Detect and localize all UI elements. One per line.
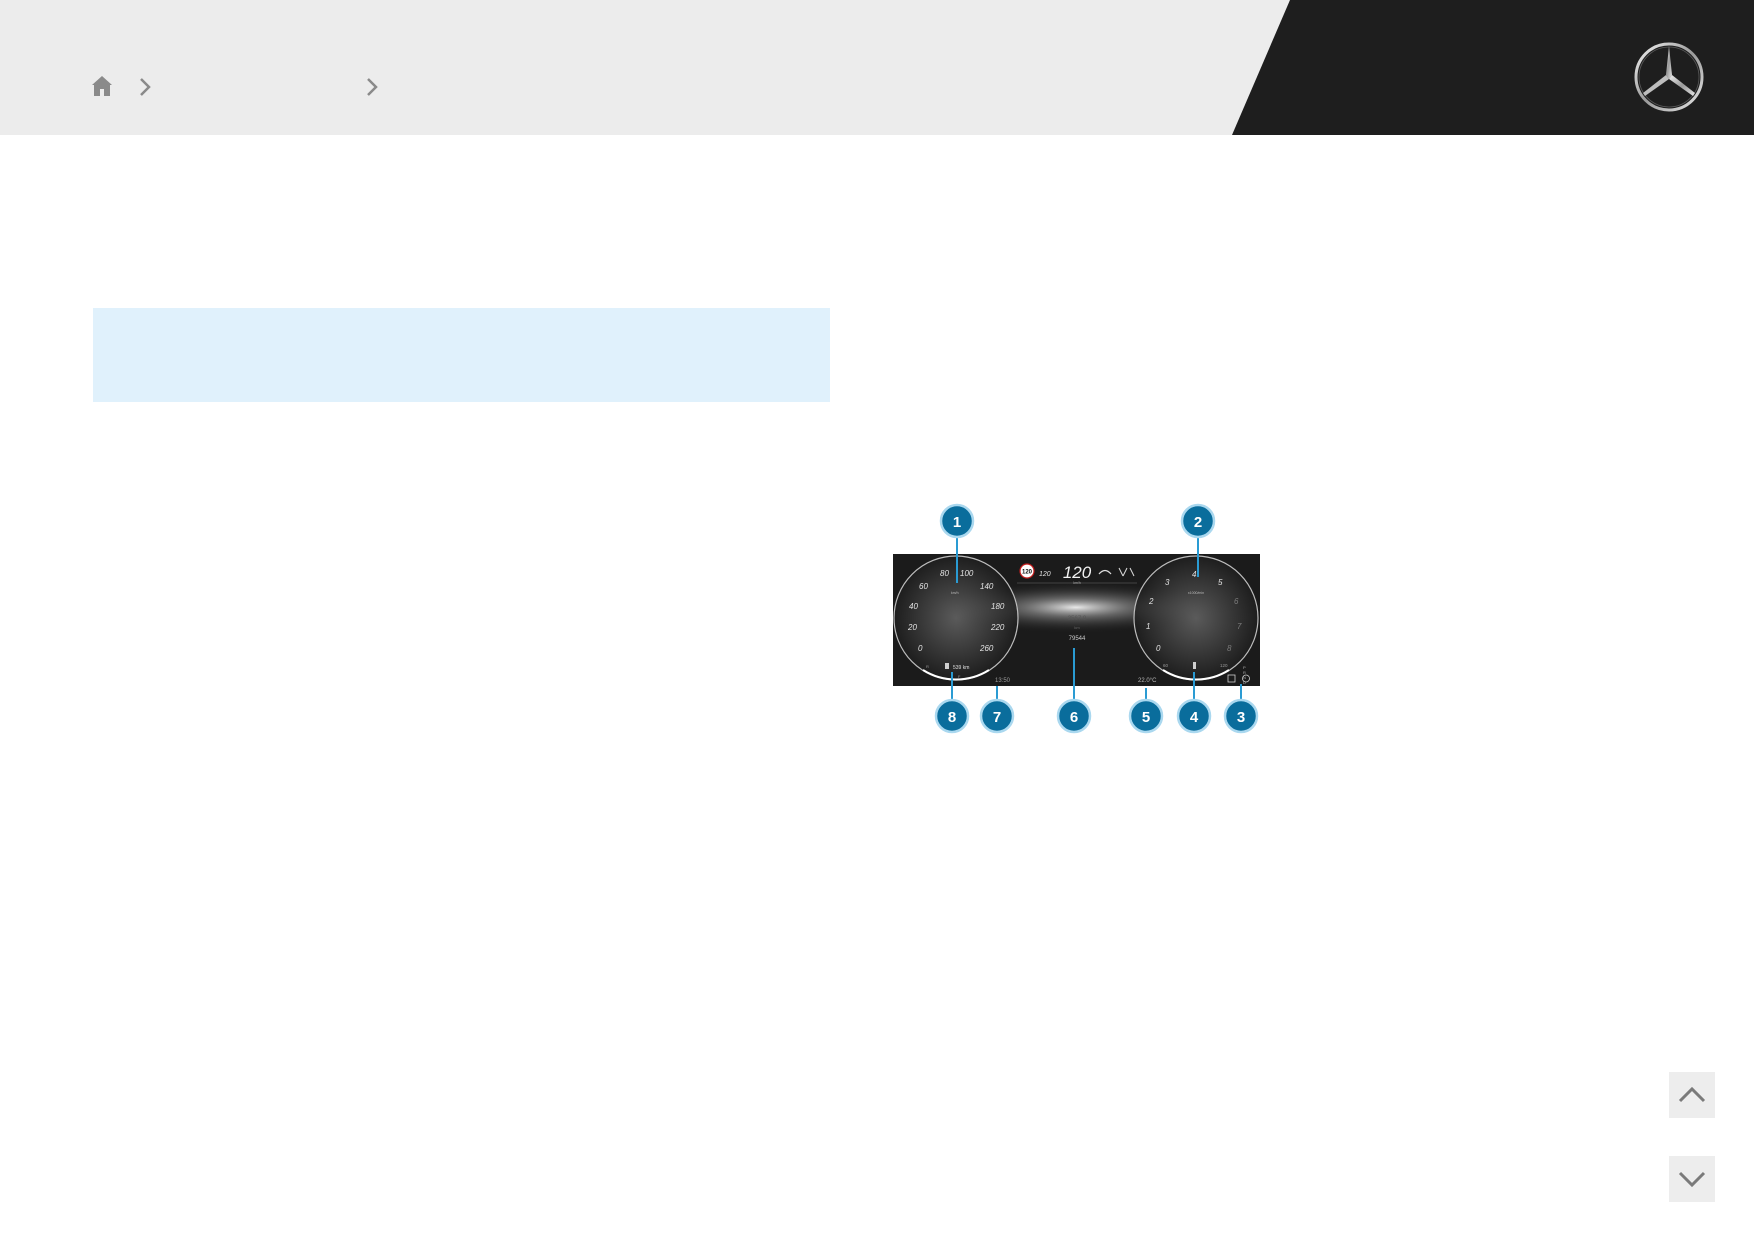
speed-limit-value: 120 [1022,570,1033,576]
callout-4: 4 [1176,698,1212,734]
lane-assist-icon [1118,567,1135,577]
scroll-up-button[interactable] [1669,1072,1715,1118]
callout-8: 8 [934,698,970,734]
trip-distance-unit: km [1074,625,1080,630]
rpm-unit: x1000/min [1188,591,1204,595]
svg-text:5: 5 [1142,709,1150,726]
coolant-scale-label: 60 [1163,663,1169,668]
svg-text:2: 2 [1194,514,1202,531]
rpm-tick: 7 [1237,622,1242,631]
callout-3: 3 [1223,698,1259,734]
gear-indicator: D [1243,680,1246,685]
rpm-tick: 1 [1146,622,1150,631]
fuel-scale-label: F [958,674,961,679]
instrument-cluster-illustration: 0 20 40 60 80 100 140 180 220 260 km/h 5… [893,554,1260,686]
callout-1: 1 [939,503,975,539]
speedometer-dial [894,556,1018,680]
note-box [93,308,830,402]
svg-text:3: 3 [1237,709,1245,726]
chevron-right-icon[interactable] [137,76,153,98]
gear-indicator: P [1243,665,1246,670]
fuel-scale-label: R [926,664,929,669]
speed-tick: 0 [918,644,923,653]
gear-indicator: R [1243,670,1246,675]
speed-tick: 60 [919,582,928,591]
speed-tick: 40 [909,602,918,611]
svg-text:6: 6 [1070,709,1078,726]
svg-text:1: 1 [953,514,961,531]
speed-tick: 140 [980,582,994,591]
home-icon[interactable] [89,73,115,99]
set-speed: 120 [1039,571,1051,578]
current-speed: 120 [1063,563,1092,582]
rpm-tick: 4 [1192,570,1197,579]
speed-tick: 180 [991,602,1005,611]
svg-text:7: 7 [993,709,1001,726]
rpm-tick: 5 [1218,578,1223,587]
speed-tick: 220 [990,623,1005,632]
coolant-temperature-icon [1193,662,1196,669]
rpm-tick: 3 [1165,578,1170,587]
gear-indicator: N [1243,675,1246,680]
drive-program-icon [1227,674,1236,683]
chevron-up-icon [1678,1086,1706,1103]
outside-temperature: 22.0°C [1138,678,1157,684]
speed-tick: 260 [979,644,994,653]
svg-text:4: 4 [1190,709,1199,726]
speed-tick: 80 [940,569,949,578]
coolant-scale-label: 120 [1220,663,1228,668]
speed-tick: 100 [960,569,974,578]
rpm-tick: 2 [1148,597,1154,606]
clock-time: 13:50 [995,678,1011,684]
fuel-pump-icon [945,663,949,669]
svg-text:8: 8 [948,709,956,726]
speed-limit-sign-icon [1019,563,1035,579]
chevron-down-icon [1678,1171,1706,1188]
callout-6: 6 [1056,698,1092,734]
callout-7: 7 [979,698,1015,734]
trip-distance: 3567.9 [1068,616,1087,622]
tachometer-dial [1134,556,1258,680]
speed-unit: km/h [951,591,959,595]
callout-5: 5 [1128,698,1164,734]
chevron-right-icon[interactable] [364,76,380,98]
callout-2: 2 [1180,503,1216,539]
total-distance: 79544 [1069,636,1086,642]
rpm-tick: 8 [1227,644,1232,653]
park-indicator-icon [1242,674,1250,683]
mercedes-benz-star-logo[interactable] [1633,41,1705,113]
rpm-tick: 6 [1234,597,1239,606]
driver-assist-icon [1098,569,1112,575]
fuel-range: 539 km [953,665,969,671]
speed-tick: 20 [907,623,917,632]
instrument-cluster-figure: 0 20 40 60 80 100 140 180 220 260 km/h 5… [893,554,1260,686]
header-dark-panel [1232,0,1754,135]
rpm-tick: 0 [1156,644,1161,653]
scroll-down-button[interactable] [1669,1156,1715,1202]
